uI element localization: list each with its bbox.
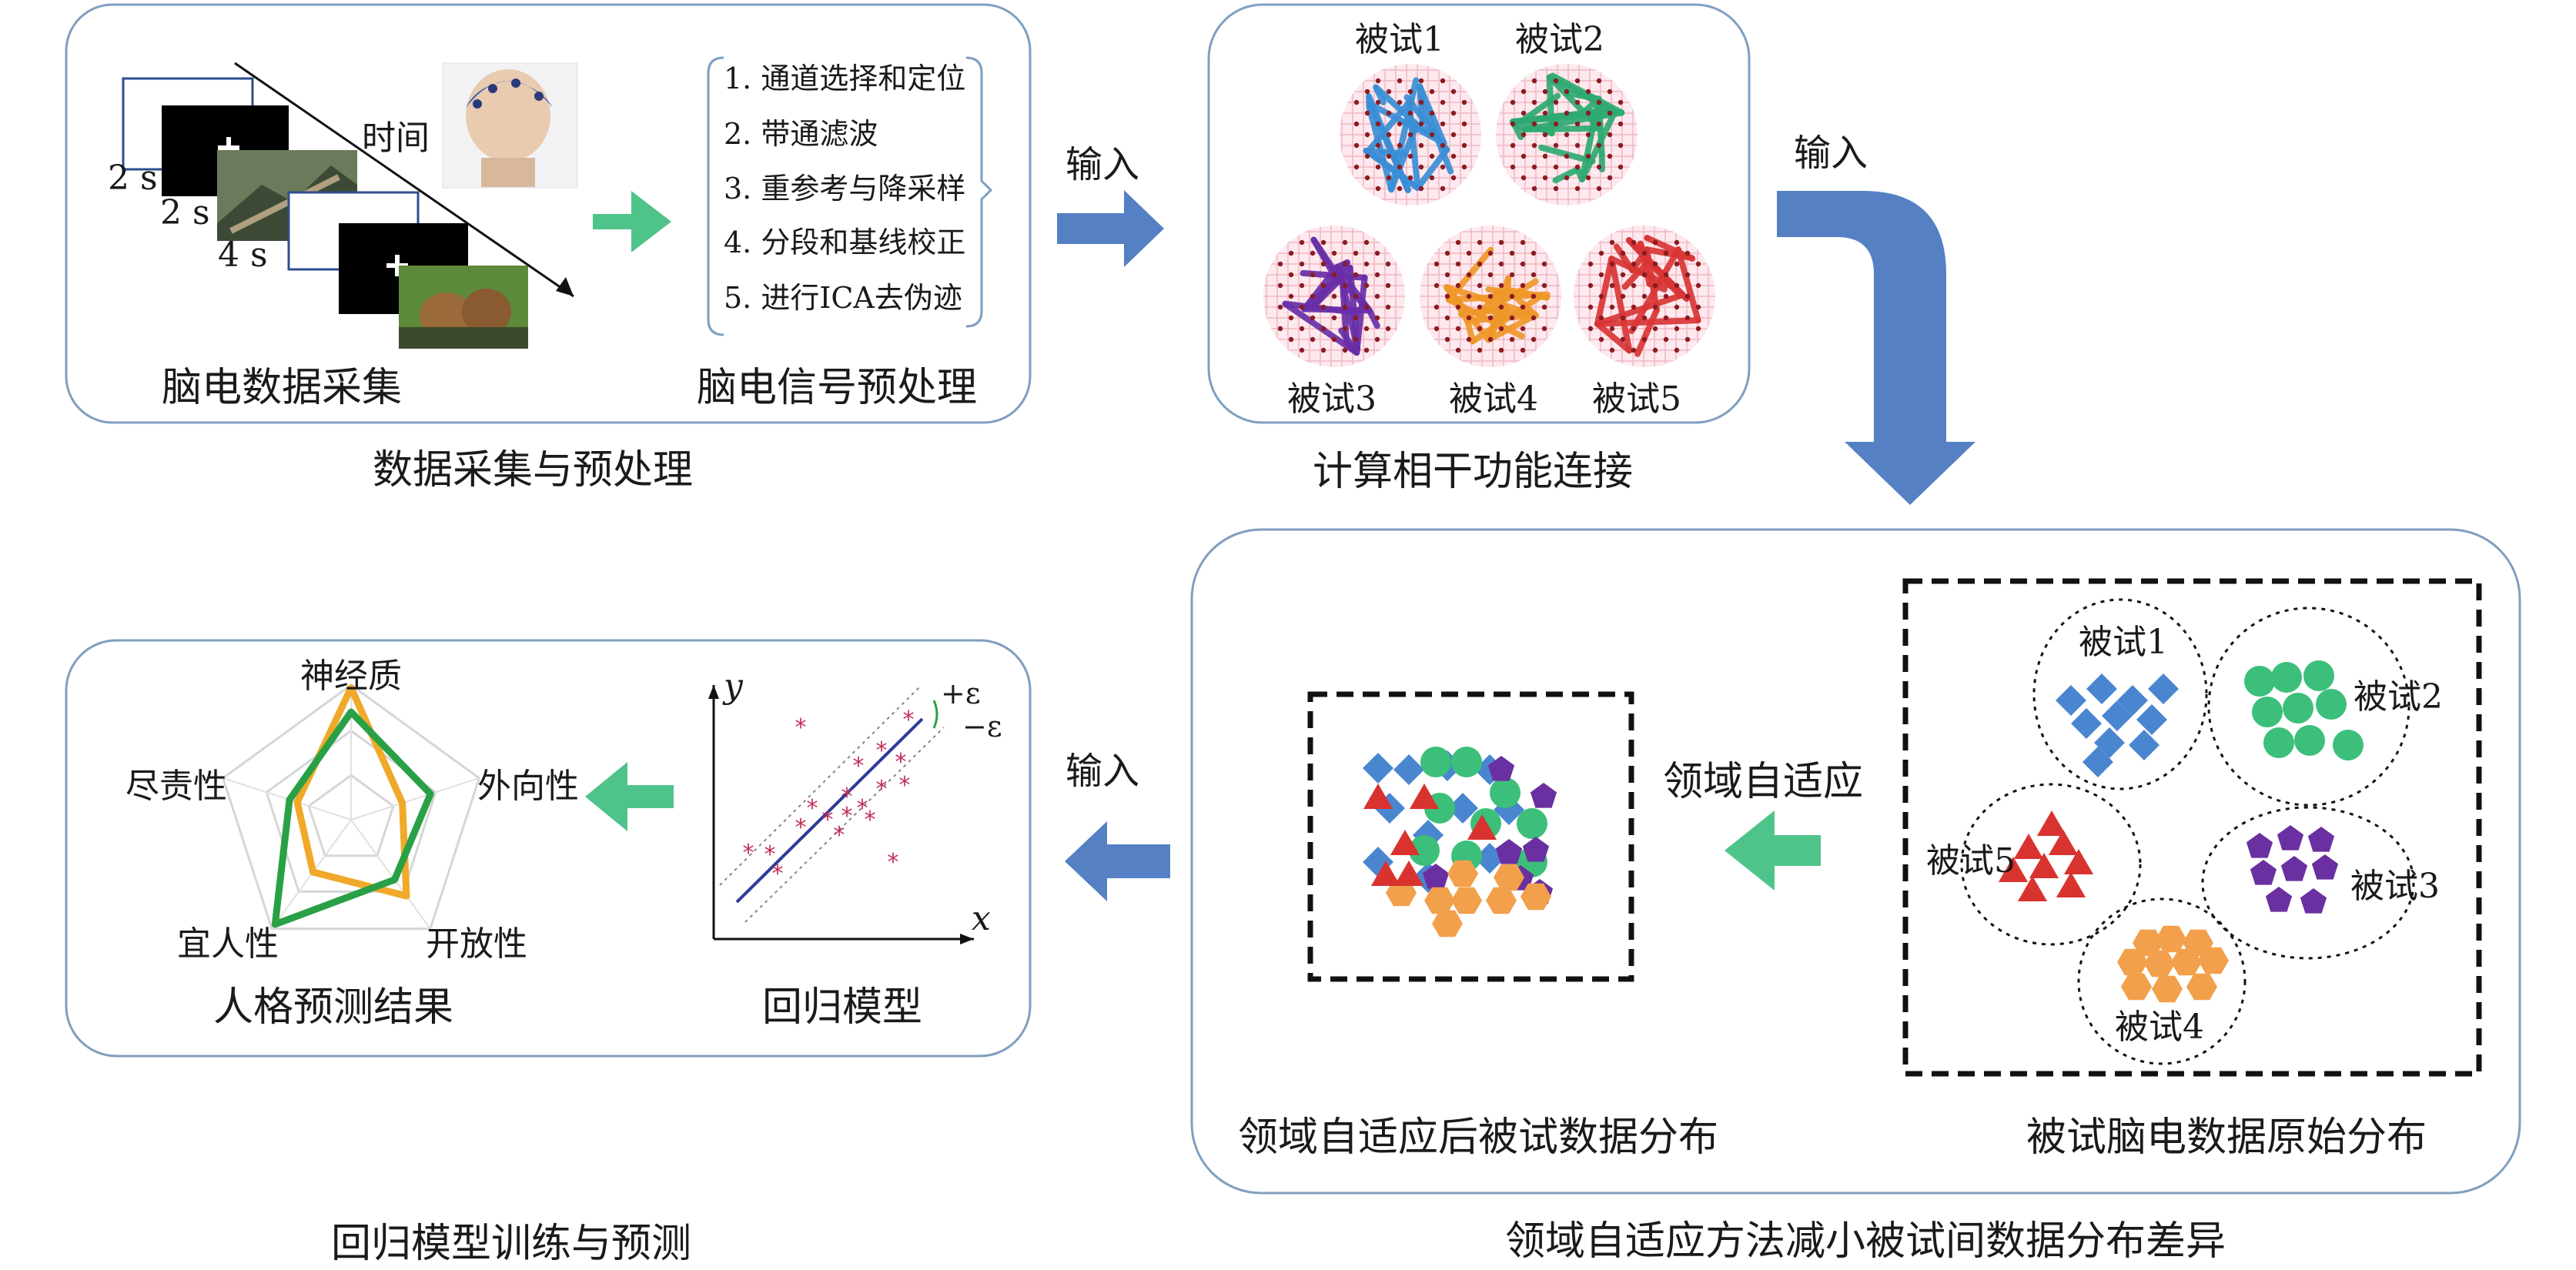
adapted-distribution-box xyxy=(1307,691,1634,982)
data-point: * xyxy=(795,814,807,841)
subject-label: 被试3 xyxy=(1287,379,1377,419)
caption-regression: 回归模型训练与预测 xyxy=(331,1221,692,1267)
blue-arrow-icon xyxy=(1065,821,1170,901)
cluster-label: 被试5 xyxy=(1926,841,2016,881)
data-point: * xyxy=(834,822,845,849)
domain-adaptation-label: 领域自适应 xyxy=(1663,759,1864,805)
panel-regression xyxy=(65,639,1032,1058)
preprocess-step: 5. 进行ICA去伪迹 xyxy=(724,281,962,315)
subject-data-points xyxy=(1363,660,2364,1003)
connectivity-map xyxy=(1340,64,1481,206)
epsilon-lower-line xyxy=(744,727,945,923)
caption-connectivity: 计算相干功能连接 xyxy=(1313,449,1634,495)
blue-arrow-icon xyxy=(1777,191,1975,505)
green-arrow-icon xyxy=(585,762,674,831)
cluster-label: 被试4 xyxy=(2115,1008,2204,1047)
connectivity-maps xyxy=(1263,64,1715,367)
connectivity-map xyxy=(1420,226,1561,367)
axis-y-label: y xyxy=(724,667,743,706)
preprocess-step: 3. 重参考与降采样 xyxy=(724,172,966,206)
regression-plot: ******************* xyxy=(708,685,974,944)
data-point: * xyxy=(822,807,834,834)
connectivity-map xyxy=(1496,64,1638,206)
green-arrow-icon xyxy=(1725,810,1821,891)
epsilon-upper-line xyxy=(719,686,921,886)
subject-label: 被试2 xyxy=(1515,20,1604,59)
radar-axis-label: 神经质 xyxy=(300,657,402,696)
cluster-label: 被试3 xyxy=(2350,867,2440,906)
data-point: * xyxy=(876,737,888,764)
data-point: * xyxy=(772,861,784,887)
adapted-distribution-label: 领域自适应后被试数据分布 xyxy=(1238,1115,1719,1161)
eeg-cap-photo-icon xyxy=(442,62,578,189)
axis-x-label: x xyxy=(972,899,991,938)
caption-domain-adaptation: 领域自适应方法减小被试间数据分布差异 xyxy=(1505,1218,2226,1265)
caption-data-acquisition: 数据采集与预处理 xyxy=(373,447,694,493)
green-arrow-icon xyxy=(593,191,671,252)
preprocess-step: 1. 通道选择和定位 xyxy=(724,62,966,95)
cluster-label: 被试2 xyxy=(2354,677,2443,717)
puppies-photo-icon xyxy=(399,266,528,349)
radar-chart xyxy=(221,683,481,931)
radar-title: 人格预测结果 xyxy=(213,984,454,1031)
cluster-label: 被试1 xyxy=(2079,623,2168,662)
radar-axis-label: 外向性 xyxy=(477,767,579,806)
original-distribution-box xyxy=(1902,578,2482,1077)
duration-label: 2 s xyxy=(108,159,158,198)
duration-label: 2 s xyxy=(160,193,210,232)
subject-label: 被试4 xyxy=(1449,379,1538,419)
preprocess-step: 2. 带通滤波 xyxy=(724,117,878,151)
blue-arrow-icon xyxy=(1057,190,1164,267)
data-point: * xyxy=(743,840,754,867)
data-point: * xyxy=(865,807,876,834)
input-label: 输入 xyxy=(1794,132,1868,175)
panel-data-acquisition xyxy=(65,3,1032,424)
input-label: 输入 xyxy=(1066,750,1140,793)
data-point: * xyxy=(895,749,907,776)
sub-label-eeg-acquisition: 脑电数据采集 xyxy=(162,365,403,411)
connectivity-map xyxy=(1574,226,1715,367)
radar-axis-label: 开放性 xyxy=(426,924,527,964)
data-point: * xyxy=(888,849,899,876)
regression-line xyxy=(735,717,924,904)
original-distribution-label: 被试脑电数据原始分布 xyxy=(2026,1115,2427,1161)
radar-series-orange xyxy=(293,684,410,900)
sub-label-eeg-preprocessing: 脑电信号预处理 xyxy=(697,365,978,411)
panel-domain-adaptation xyxy=(1190,528,2521,1195)
radar-series-green xyxy=(271,708,434,928)
epsilon-plus-label: +ε xyxy=(941,677,981,710)
data-point: * xyxy=(841,803,853,830)
data-point: * xyxy=(795,714,807,741)
preprocess-step: 4. 分段和基线校正 xyxy=(724,226,966,259)
radar-axis-label: 宜人性 xyxy=(177,924,279,964)
connectivity-map xyxy=(1263,226,1405,367)
data-point: * xyxy=(853,753,865,780)
radar-axis-label: 尽责性 xyxy=(125,767,227,806)
data-point: * xyxy=(876,776,888,803)
data-point: * xyxy=(764,841,776,868)
panel-connectivity xyxy=(1207,3,1751,424)
duration-label: 4 s xyxy=(218,236,268,275)
time-label: 时间 xyxy=(362,119,430,158)
epsilon-minus-label: −ε xyxy=(962,710,1002,744)
data-point: * xyxy=(903,707,915,734)
subject-label: 被试1 xyxy=(1355,20,1444,59)
subject-clusters xyxy=(1960,598,2415,1065)
data-point: * xyxy=(807,795,818,822)
data-point: * xyxy=(857,795,868,822)
data-point: * xyxy=(899,772,911,799)
subject-label: 被试5 xyxy=(1592,379,1681,419)
stimulus-sequence xyxy=(122,62,574,349)
input-label: 输入 xyxy=(1066,143,1140,186)
regression-title: 回归模型 xyxy=(762,984,923,1031)
data-point: * xyxy=(841,784,853,810)
